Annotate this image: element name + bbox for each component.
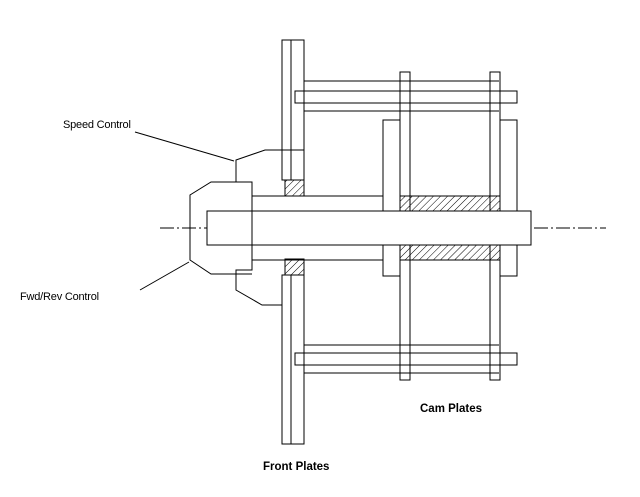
- front-bushing-top: [284, 179, 305, 197]
- speed-control-leader: [134, 131, 235, 162]
- cam-hub-bottom: [399, 244, 501, 261]
- cam-hub-top: [399, 195, 501, 212]
- front-bushing-bottom: [284, 258, 305, 276]
- front-plates-label: Front Plates: [263, 461, 330, 473]
- fwd-rev-control-leader: [139, 261, 190, 291]
- fwd-rev-control-label: Fwd/Rev Control: [20, 291, 99, 303]
- cam-plate-frame-left: [382, 119, 401, 277]
- cam-plate-frame-right: [499, 119, 518, 277]
- upper-tie-rod: [294, 80, 518, 112]
- speed-control-housing: [235, 149, 304, 306]
- lower-tie-rod: [294, 344, 518, 374]
- cam-plates-label: Cam Plates: [420, 403, 483, 415]
- main-shaft: [206, 210, 532, 246]
- fwd-rev-control-housing: [189, 181, 252, 275]
- speed-control-label: Speed Control: [63, 119, 131, 131]
